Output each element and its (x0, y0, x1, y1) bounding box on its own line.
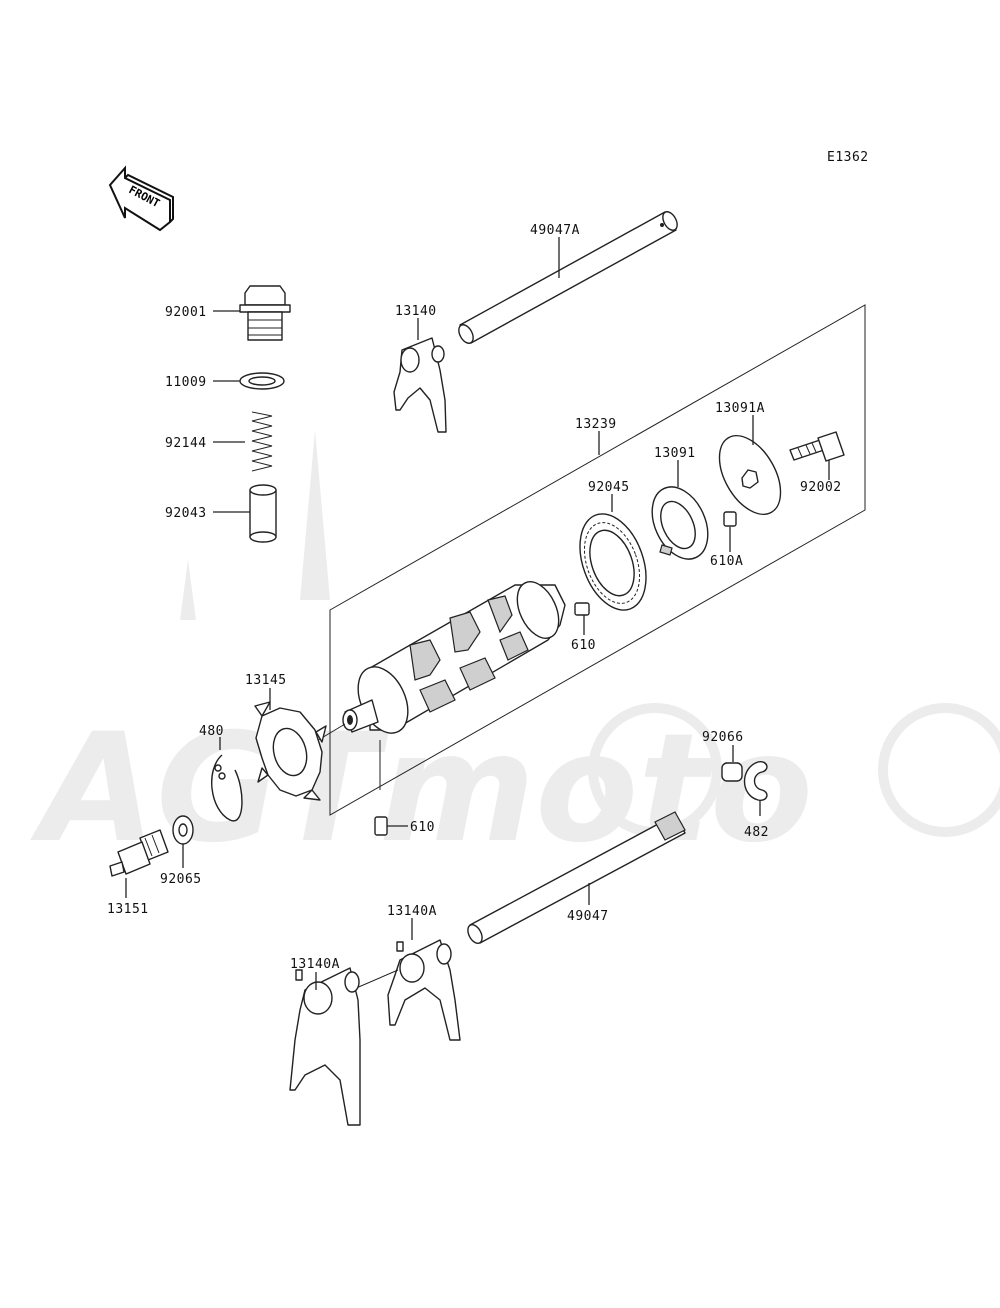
shift-cam (651, 486, 709, 560)
shift-gear (254, 701, 327, 801)
plug-bolt (239, 285, 291, 341)
label-13091: 13091 (654, 446, 696, 461)
dowel-pin (574, 602, 590, 616)
label-610-lower: 610 (410, 820, 435, 835)
label-610A: 610A (710, 554, 743, 569)
label-92144: 92144 (165, 436, 207, 451)
label-92045: 92045 (588, 480, 630, 495)
collar-sleeve (249, 484, 277, 543)
shift-rod-upper (458, 211, 678, 344)
hex-bolt (789, 431, 845, 462)
drum-plate (718, 435, 782, 515)
watermark-wheel (878, 703, 1000, 837)
label-13091A: 13091A (715, 401, 765, 416)
label-13145: 13145 (245, 673, 287, 688)
label-13151: 13151 (107, 902, 149, 917)
front-arrow-icon: FRONT (108, 165, 174, 232)
shim-collar (721, 762, 743, 782)
label-92043: 92043 (165, 506, 207, 521)
drum-assembly-outline (329, 304, 866, 816)
label-92065: 92065 (160, 872, 202, 887)
label-13140: 13140 (395, 304, 437, 319)
spring (251, 411, 273, 472)
dowel-pin-a (723, 511, 737, 527)
label-49047: 49047 (567, 909, 609, 924)
circlip-ring (211, 754, 243, 822)
label-482: 482 (744, 825, 769, 840)
label-49047A: 49047A (530, 223, 580, 238)
washer (172, 815, 194, 845)
shift-drum (342, 581, 566, 734)
dowel-pin-lower (374, 816, 388, 836)
label-11009: 11009 (165, 375, 207, 390)
watermark-tower (180, 430, 330, 620)
label-13239: 13239 (575, 417, 617, 432)
label-92001: 92001 (165, 305, 207, 320)
label-92002: 92002 (800, 480, 842, 495)
shift-fork-lower-right (387, 939, 461, 1041)
label-13140A-left: 13140A (290, 957, 340, 972)
neutral-switch (109, 829, 169, 877)
shift-fork-lower-left (289, 967, 361, 1126)
label-480: 480 (199, 724, 224, 739)
e-ring-clip (743, 761, 768, 801)
label-13140A-right: 13140A (387, 904, 437, 919)
diagram-code: E1362 (827, 150, 869, 165)
label-92066: 92066 (702, 730, 744, 745)
label-610: 610 (571, 638, 596, 653)
shift-rod-lower (467, 811, 686, 944)
shift-fork-upper (393, 337, 447, 433)
gasket-washer (239, 372, 285, 390)
ball-bearing (579, 513, 647, 611)
